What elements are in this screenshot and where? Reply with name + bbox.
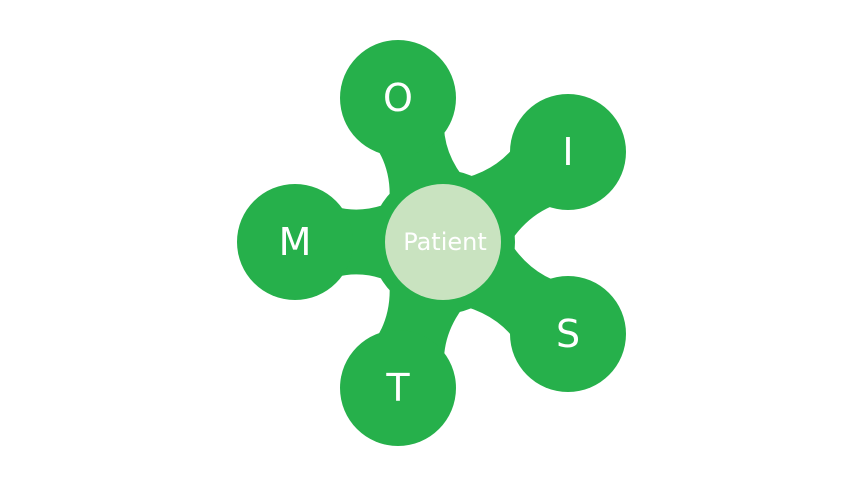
center-label: Patient — [403, 228, 487, 256]
center-circle — [385, 184, 501, 300]
petal-m — [237, 184, 353, 300]
petal-o — [340, 40, 456, 156]
petal-letters: O I S T M — [279, 76, 580, 410]
petal-i — [510, 94, 626, 210]
petal-s — [510, 276, 626, 392]
petal-t — [340, 330, 456, 446]
petal-letter-s: S — [556, 312, 580, 356]
petal-letter-m: M — [279, 220, 312, 264]
petal-letter-o: O — [383, 76, 413, 120]
petal-letter-i: I — [562, 130, 573, 174]
petal-letter-t: T — [385, 366, 410, 410]
